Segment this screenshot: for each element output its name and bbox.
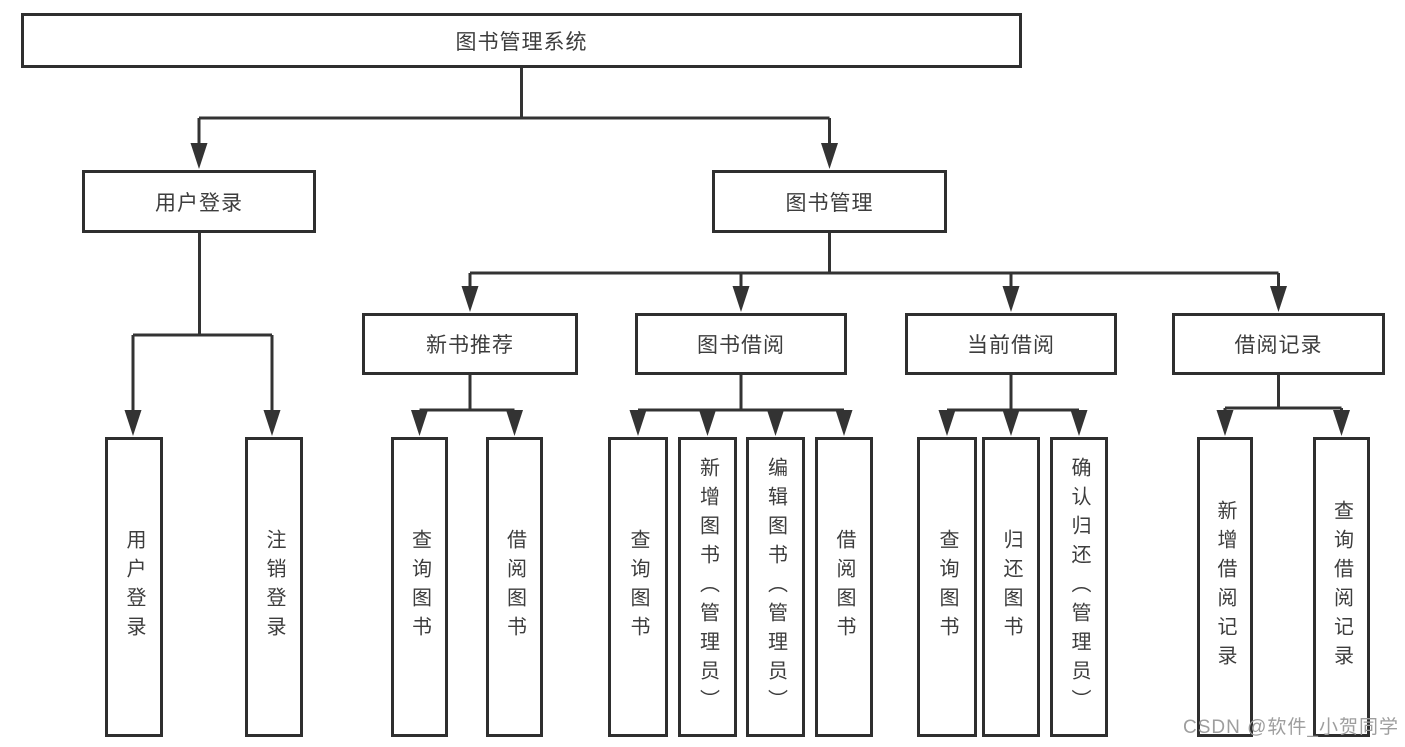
node-label: 用户登录 [123, 529, 145, 645]
connector-path [418, 375, 516, 414]
arrowhead-icon [629, 410, 647, 436]
connector-path [131, 233, 274, 414]
node-label: 归还图书 [1000, 529, 1022, 645]
arrowhead-icon [1333, 410, 1350, 436]
node-bb-add-books-admin: 新增图书（管理员） [678, 437, 737, 737]
node-cb-confirm-return-admin: 确认归还（管理员） [1050, 437, 1108, 737]
node-nb-query-books: 查询图书 [391, 437, 448, 737]
node-label: 新增图书（管理员） [696, 456, 719, 718]
node-label: 注销登录 [263, 529, 285, 645]
node-cb-return-books: 归还图书 [982, 437, 1040, 737]
node-label: 新增借阅记录 [1214, 500, 1236, 674]
arrowhead-icon [835, 410, 853, 436]
node-label: 查询图书 [627, 529, 649, 645]
arrowhead-icon [1070, 410, 1088, 436]
arrowhead-icon [767, 410, 784, 436]
node-br-query-record: 查询借阅记录 [1313, 437, 1370, 737]
node-label: 编辑图书（管理员） [764, 456, 787, 718]
node-bb-edit-books-admin: 编辑图书（管理员） [746, 437, 805, 737]
connector-path [945, 375, 1081, 414]
node-label: 图书管理系统 [455, 30, 588, 54]
arrowhead-icon [1270, 286, 1287, 312]
node-label: 确认归还（管理员） [1068, 456, 1090, 718]
node-label: 借阅记录 [1234, 334, 1323, 357]
node-label: 查询借阅记录 [1330, 500, 1353, 674]
node-library-system: 图书管理系统 [21, 13, 1022, 68]
watermark: CSDN @软件_小贺同学 [1183, 717, 1399, 738]
arrowhead-icon [506, 410, 523, 436]
node-bb-query-books: 查询图书 [608, 437, 668, 737]
arrowhead-icon [821, 143, 838, 169]
arrowhead-icon [938, 410, 956, 436]
node-label: 借阅图书 [503, 529, 526, 645]
node-book-management: 图书管理 [712, 170, 947, 233]
node-new-book-recommend: 新书推荐 [362, 313, 578, 375]
node-user-login-action: 用户登录 [105, 437, 163, 737]
connector-path [636, 375, 846, 414]
connector-path [1223, 375, 1343, 414]
arrowhead-icon [732, 286, 750, 312]
node-label: 用户登录 [155, 191, 243, 215]
node-user-login: 用户登录 [82, 170, 316, 233]
node-label: 查询图书 [408, 529, 431, 645]
arrowhead-icon [699, 410, 716, 436]
arrowhead-icon [190, 143, 208, 169]
arrowhead-icon [1216, 410, 1234, 436]
connector-path [468, 233, 1280, 289]
node-br-add-record: 新增借阅记录 [1197, 437, 1253, 737]
node-cb-query-books: 查询图书 [917, 437, 977, 737]
arrowhead-icon [1002, 410, 1020, 436]
node-borrow-records: 借阅记录 [1172, 313, 1385, 375]
node-bb-borrow-books: 借阅图书 [815, 437, 873, 737]
node-label: 图书借阅 [697, 334, 785, 357]
node-current-borrowing: 当前借阅 [905, 313, 1117, 375]
arrowhead-icon [411, 410, 428, 436]
node-logout-action: 注销登录 [245, 437, 303, 737]
node-book-borrowing: 图书借阅 [635, 313, 847, 375]
arrowhead-icon [461, 286, 479, 312]
arrowhead-icon [124, 410, 142, 436]
arrowhead-icon [1002, 286, 1020, 312]
node-nb-borrow-books: 借阅图书 [486, 437, 543, 737]
arrowhead-icon [263, 410, 281, 436]
node-label: 新书推荐 [426, 334, 514, 357]
node-label: 查询图书 [936, 529, 958, 645]
connector-path [197, 68, 831, 146]
node-label: 借阅图书 [833, 529, 855, 645]
node-label: 图书管理 [785, 191, 874, 215]
node-label: 当前借阅 [967, 334, 1055, 357]
